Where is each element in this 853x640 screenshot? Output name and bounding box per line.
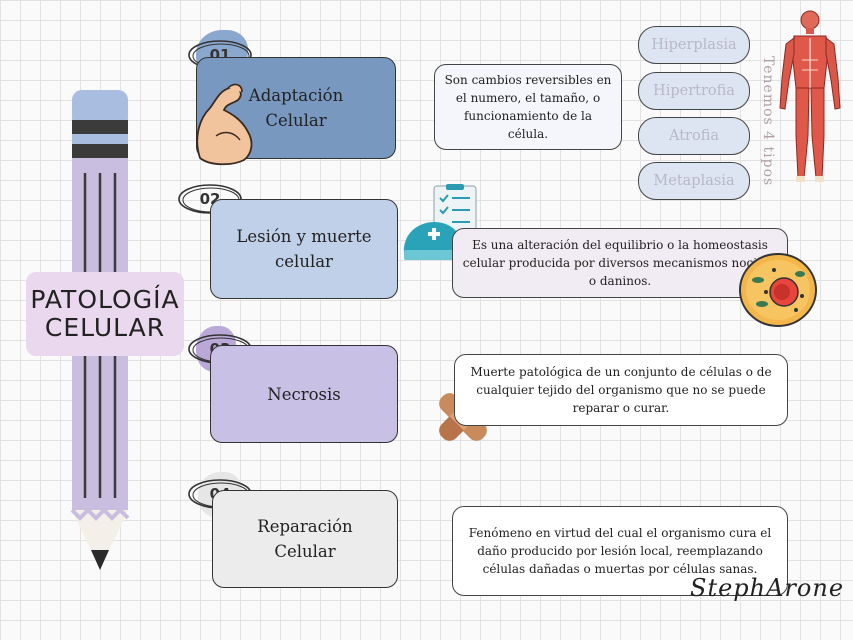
type-pill-hiperplasia: Hiperplasia <box>638 26 750 64</box>
step-description-adaptacion: Son cambios reversibles en el numero, el… <box>434 64 622 150</box>
flexed-arm-icon <box>196 83 253 166</box>
step-title: Celular <box>274 542 336 561</box>
step-box-adaptacion: Adaptación Celular <box>196 57 396 159</box>
title-line-1: PATOLOGÍA <box>30 285 180 314</box>
step-title: celular <box>275 252 333 271</box>
step-box-reparacion: Reparación Celular <box>212 490 398 588</box>
step-title: Lesión y muerte <box>236 227 372 246</box>
type-pill-metaplasia: Metaplasia <box>638 162 750 200</box>
types-caption: Tenemos 4 tipos <box>760 56 776 187</box>
step-title: Celular <box>265 111 327 130</box>
step-title: Necrosis <box>267 384 341 404</box>
muscle-body-icon <box>779 10 841 182</box>
title-line-2: CELULAR <box>44 313 166 342</box>
step-description-necrosis: Muerte patológica de un conjunto de célu… <box>454 354 788 426</box>
step-description-reparacion: Fenómeno en virtud del cual el organismo… <box>452 506 788 596</box>
cell-icon <box>739 253 817 327</box>
diagram-title: PATOLOGÍA CELULAR <box>26 272 184 356</box>
step-box-lesion: Lesión y muerte celular <box>210 199 398 299</box>
medical-cap-clipboard-icon <box>403 184 477 260</box>
step-title: Adaptación <box>248 86 344 105</box>
type-pill-hipertrofia: Hipertrofia <box>638 72 750 110</box>
step-description-lesion: Es una alteración del equilibrio o la ho… <box>452 228 788 298</box>
step-title: Reparación <box>257 517 353 536</box>
signature: StephArone <box>690 574 845 602</box>
type-pill-atrofia: Atrofia <box>638 117 750 155</box>
step-box-necrosis: Necrosis <box>210 345 398 443</box>
